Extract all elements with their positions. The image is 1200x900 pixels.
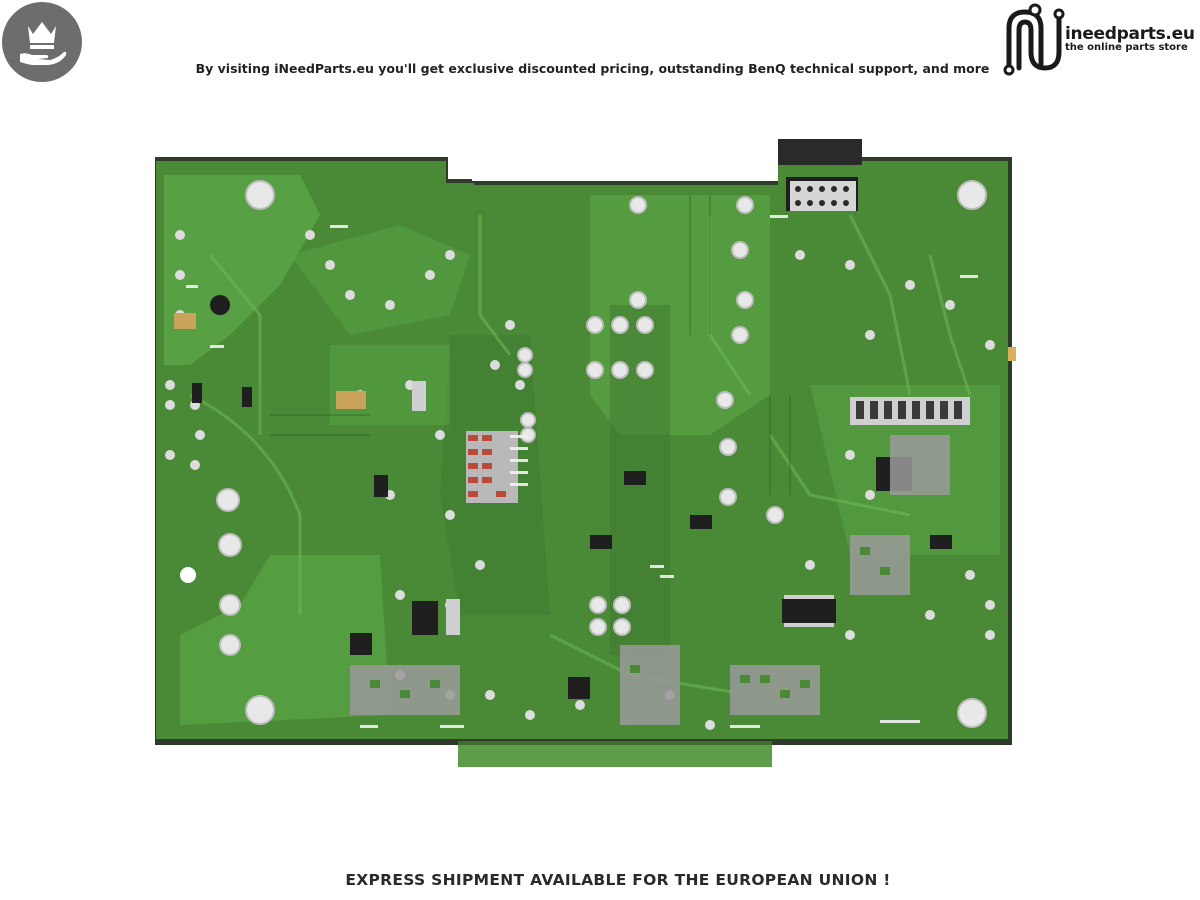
promo-tagline: By visiting iNeedParts.eu you'll get exc…: [195, 61, 990, 76]
shipping-notice: EXPRESS SHIPMENT AVAILABLE FOR THE EUROP…: [345, 871, 891, 889]
ineedparts-logo[interactable]: ineedparts.eu the online parts store: [1003, 2, 1198, 76]
pcb-product-image: [150, 135, 1020, 775]
crown-hand-icon: [20, 22, 67, 65]
pcb-board-illustration: [155, 139, 1016, 767]
logo-name: ineedparts.eu: [1065, 24, 1195, 44]
crown-badge: [2, 2, 82, 82]
circuit-n-icon: [1003, 3, 1065, 76]
logo-subtitle: the online parts store: [1065, 42, 1188, 53]
